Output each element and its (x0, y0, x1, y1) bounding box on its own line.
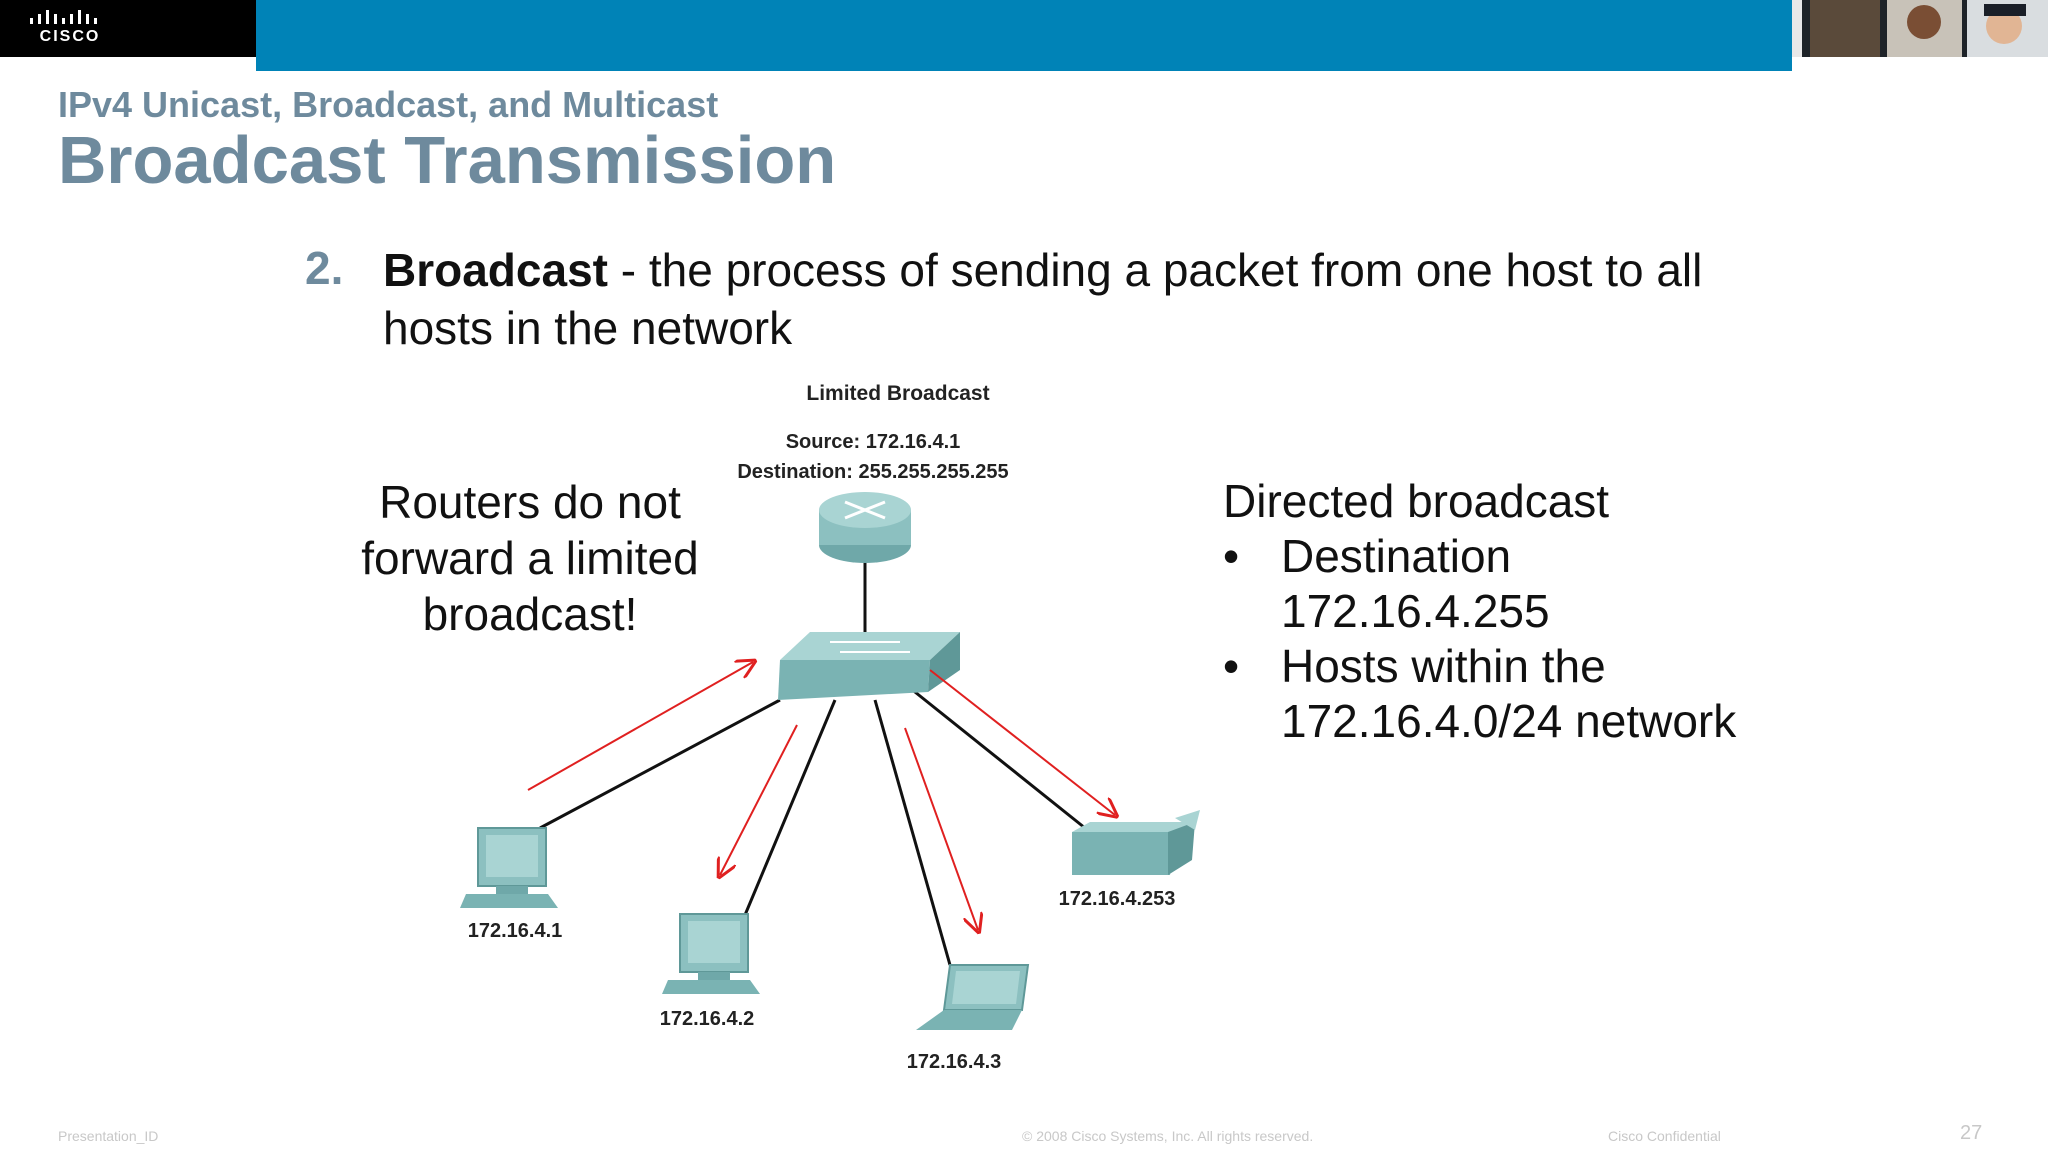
router-icon (819, 492, 911, 563)
definition-text: Broadcast - the process of sending a pac… (383, 241, 1783, 357)
cisco-logo: CISCO (0, 0, 256, 57)
cable-host-3 (873, 699, 952, 966)
laptop-icon (916, 964, 1030, 1030)
cisco-bars-icon (30, 10, 97, 24)
arrow-to-host-2 (720, 724, 798, 875)
diagram-destination: Destination: 255.255.255.255 (737, 461, 1008, 483)
directed-broadcast-note: Directed broadcast • Destination 172.16.4… (1223, 474, 1783, 749)
pc-icon (662, 913, 760, 994)
cable-host-253 (909, 686, 1086, 830)
definition-term: Broadcast (383, 244, 608, 296)
diagram-source: Source: 172.16.4.1 (786, 431, 961, 453)
cable-group (539, 558, 1086, 966)
list-number: 2. (305, 242, 344, 294)
people-photo-icon (1792, 0, 2048, 57)
footer-copyright: © 2008 Cisco Systems, Inc. All rights re… (1022, 1128, 1314, 1144)
header-bar (256, 0, 1792, 71)
cable-host-2 (743, 699, 837, 916)
definition-body: - the process of sending a packet from o… (383, 244, 1703, 354)
printer-icon (1072, 810, 1200, 875)
diagram-title: Limited Broadcast (806, 382, 989, 405)
host-label: 172.16.4.253 (1059, 888, 1176, 910)
directed-broadcast-heading: Directed broadcast (1223, 475, 1610, 527)
bullet-text: Hosts within the 172.16.4.0/24 network (1281, 640, 1737, 747)
cable-host-1 (539, 698, 781, 830)
page-number: 27 (1960, 1122, 1983, 1144)
arrow-to-host-253 (929, 669, 1115, 815)
header-photo (1792, 0, 2048, 57)
arrow-to-switch (527, 662, 753, 791)
host-label: 172.16.4.1 (468, 920, 563, 942)
list-item: • Hosts within the 172.16.4.0/24 network (1223, 639, 1783, 749)
list-item: • Destination 172.16.4.255 (1223, 529, 1783, 639)
broadcast-arrows (527, 662, 1115, 930)
bullet-icon: • (1223, 640, 1240, 692)
router-note: Routers do not forward a limited broadca… (361, 476, 699, 640)
pc-icon (460, 827, 558, 908)
logo-wordmark: CISCO (39, 28, 101, 45)
directed-broadcast-list: • Destination 172.16.4.255 • Hosts within … (1223, 529, 1783, 749)
host-label: 172.16.4.3 (907, 1051, 1002, 1073)
footer-presentation-id: Presentation_ID (58, 1128, 159, 1144)
bullet-icon: • (1223, 530, 1240, 582)
slide-title: Broadcast Transmission (58, 123, 837, 198)
host-label: 172.16.4.2 (660, 1008, 755, 1030)
footer-confidential: Cisco Confidential (1608, 1128, 1721, 1144)
switch-icon (778, 632, 960, 700)
arrow-to-host-3 (904, 727, 978, 930)
section-title: IPv4 Unicast, Broadcast, and Multicast (58, 84, 719, 125)
bullet-text: Destination 172.16.4.255 (1281, 530, 1550, 637)
network-diagram: Limited Broadcast Source: 172.16.4.1 Des… (460, 382, 1200, 1073)
